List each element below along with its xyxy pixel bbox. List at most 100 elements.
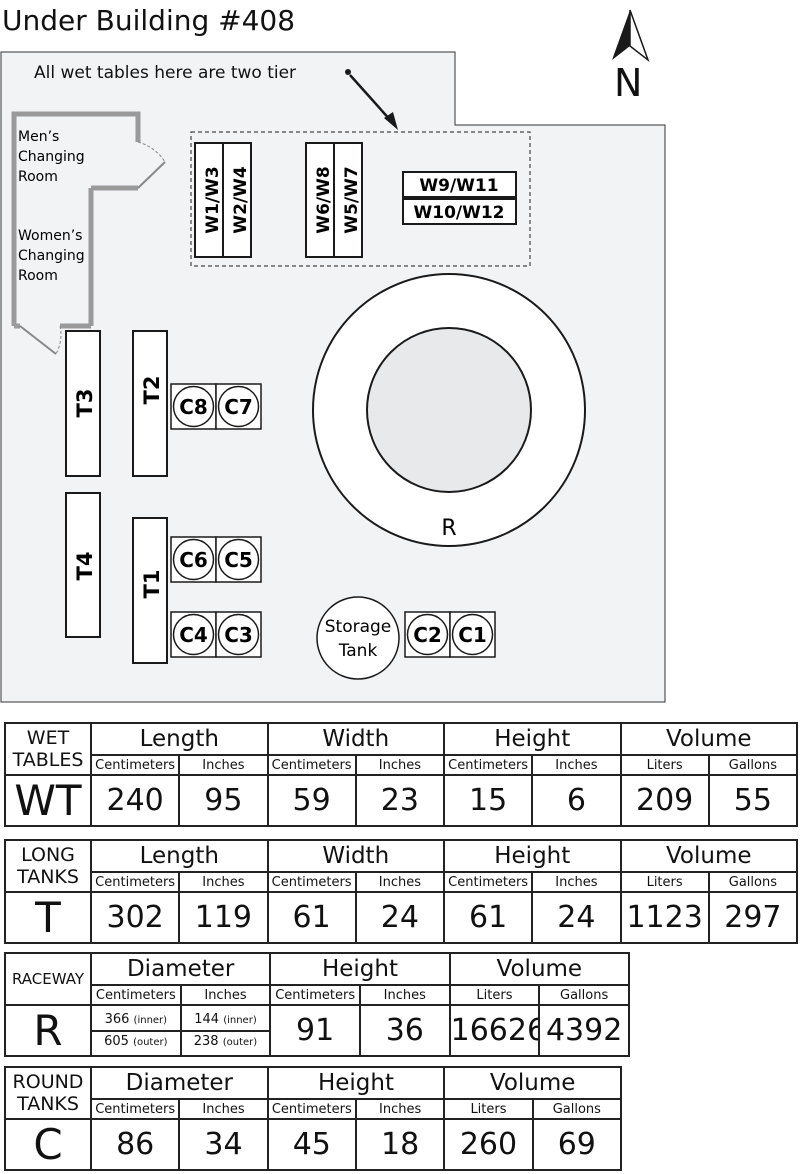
volume-header: Volume — [448, 952, 631, 986]
value-cell: 95 — [178, 774, 269, 827]
mens-room-label-3: Room — [18, 169, 58, 185]
round-tank-label: C3 — [224, 623, 253, 647]
height-header: Height — [443, 839, 622, 873]
plan-title: Under Building #408 — [2, 4, 295, 37]
category-line-1: ROUND — [12, 1071, 84, 1093]
womens-room-label-1: Women’s — [18, 228, 82, 244]
raceway-label: R — [441, 516, 456, 541]
wet-table-w1-w3: W1/W3 — [194, 142, 224, 258]
round-tank-c1: C1 — [449, 611, 496, 658]
value: 238 — [193, 1033, 219, 1049]
storage-tank: Storage Tank — [316, 596, 400, 680]
long-tanks-category: LONG TANKS — [4, 839, 92, 893]
value-cell: 260 — [443, 1118, 534, 1171]
wet-table-area — [190, 131, 531, 267]
long-tanks-spec-table: LONG TANKS Length Width Height Volume Ce… — [4, 839, 799, 944]
category-line-2: TABLES — [12, 749, 84, 771]
diameter-header: Diameter — [90, 1066, 269, 1100]
unit-cell: Inches — [179, 984, 272, 1006]
long-tank-t4: T4 — [65, 492, 101, 638]
wet-tables-code: WT — [4, 774, 92, 827]
value-cell: 15 — [442, 774, 534, 827]
storage-tank-label-2: Tank — [338, 641, 378, 661]
value-cell: 1123 — [619, 891, 710, 944]
value-cell: 34 — [178, 1118, 269, 1171]
unit-cell: Gallons — [707, 754, 799, 776]
round-tanks-category: ROUND TANKS — [4, 1066, 92, 1120]
inner-tag: (inner) — [133, 1014, 168, 1026]
outer-tag: (outer) — [222, 1036, 258, 1048]
long-tank-t1: T1 — [132, 517, 168, 664]
wet-table-label: W5/W7 — [342, 166, 362, 233]
value: 144 — [194, 1011, 220, 1027]
unit-cell: Liters — [448, 984, 541, 1006]
value-cell: 24 — [531, 891, 622, 944]
value: 366 — [104, 1011, 130, 1027]
wet-table-w6-w8: W6/W8 — [305, 142, 335, 258]
raceway-spec-table: RACEWAY Diameter Height Volume Centimete… — [4, 952, 631, 1057]
diameter-cm-cell: 366 (inner) 605 (outer) — [90, 1004, 182, 1057]
raceway-r: R — [312, 273, 586, 547]
unit-cell: Liters — [443, 1098, 534, 1120]
raceway-code: R — [4, 1004, 92, 1057]
storage-tank-label-1: Storage — [325, 617, 392, 637]
unit-cell: Centimeters — [266, 1098, 357, 1120]
unit-cell: Centimeters — [266, 754, 357, 776]
value-cell: 45 — [266, 1118, 357, 1171]
value-cell: 6 — [531, 774, 622, 827]
value: 605 — [104, 1033, 129, 1049]
category-line-1: WET — [26, 727, 70, 749]
wet-table-label: W10/W12 — [413, 203, 504, 223]
round-tank-label: C7 — [224, 395, 253, 419]
value-cell: 61 — [442, 891, 534, 944]
round-tank-c8: C8 — [170, 383, 217, 430]
value-cell: 209 — [619, 774, 710, 827]
unit-cell: Centimeters — [89, 1098, 181, 1120]
round-tank-label: C4 — [179, 623, 208, 647]
width-header: Width — [266, 839, 445, 873]
wet-table-w5-w7: W5/W7 — [333, 142, 363, 258]
width-header: Width — [266, 722, 445, 756]
long-tank-t2: T2 — [132, 330, 168, 477]
unit-cell: Centimeters — [269, 984, 361, 1006]
value-cell: 4392 — [538, 1004, 630, 1057]
unit-cell: Inches — [354, 1098, 446, 1120]
raceway-category: RACEWAY — [4, 952, 92, 1006]
unit-cell: Liters — [619, 871, 710, 893]
value-cell: 297 — [707, 891, 799, 944]
wet-table-w2-w4: W2/W4 — [222, 142, 252, 258]
round-tank-c3: C3 — [215, 611, 262, 658]
unit-cell: Liters — [619, 754, 710, 776]
long-tank-label: T4 — [73, 552, 97, 581]
value-cell: 69 — [531, 1118, 623, 1171]
round-tanks-spec-table: ROUND TANKS Diameter Height Volume Centi… — [4, 1066, 623, 1171]
wet-table-label: W1/W3 — [203, 166, 223, 233]
diameter-cm-inner: 366 (inner) — [93, 1010, 179, 1030]
round-tanks-code: C — [4, 1118, 92, 1171]
volume-header: Volume — [443, 1066, 622, 1100]
long-tank-label: T2 — [140, 376, 164, 405]
unit-cell: Centimeters — [442, 871, 534, 893]
round-tank-label: C2 — [413, 623, 442, 647]
floor-plan: Under Building #408 N All wet tables her… — [0, 4, 666, 703]
diameter-header: Diameter — [89, 952, 272, 986]
unit-cell: Inches — [178, 871, 269, 893]
unit-cell: Centimeters — [89, 754, 181, 776]
height-header: Height — [269, 952, 451, 986]
north-arrow-icon — [612, 9, 650, 63]
category-line-2: TANKS — [17, 866, 79, 888]
category-line-2: TANKS — [17, 1093, 79, 1115]
value-cell: 24 — [354, 891, 446, 944]
value-cell: 23 — [354, 774, 446, 827]
round-tank-label: C6 — [179, 548, 208, 572]
value-cell: 18 — [354, 1118, 446, 1171]
unit-cell: Inches — [531, 754, 622, 776]
value-cell: 240 — [89, 774, 181, 827]
unit-cell: Centimeters — [90, 984, 182, 1006]
round-tank-c5: C5 — [215, 536, 262, 583]
inner-tag: (inner) — [223, 1014, 257, 1026]
womens-room-label-2: Changing — [18, 248, 85, 264]
diameter-cm-outer: 605 (outer) — [92, 1029, 179, 1052]
value-cell: 86 — [89, 1118, 181, 1171]
value-cell: 16626 — [448, 1004, 541, 1057]
